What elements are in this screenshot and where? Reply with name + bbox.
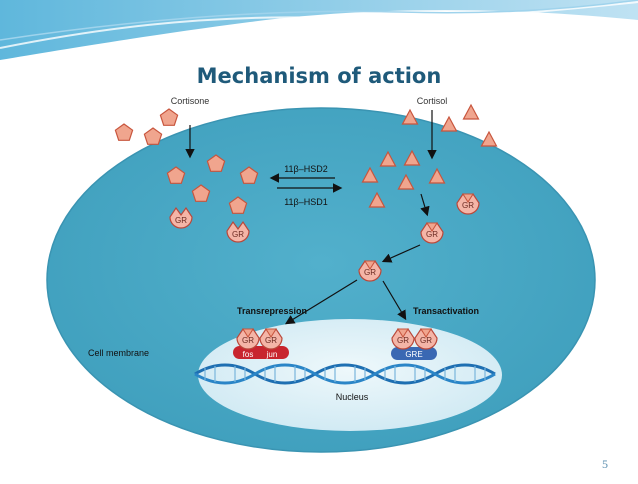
dna-helix bbox=[194, 363, 496, 385]
transrepression-label: Transrepression bbox=[237, 306, 307, 316]
cortisone-label: Cortisone bbox=[171, 96, 210, 106]
arrows bbox=[185, 110, 437, 325]
page-number: 5 bbox=[602, 457, 608, 471]
enzyme-hsd2-label: 11β–HSD2 bbox=[284, 164, 328, 174]
transactivation-label: Transactivation bbox=[413, 306, 479, 316]
receptor-label: GR bbox=[462, 201, 474, 210]
fos-label: fos bbox=[243, 350, 254, 359]
nucleus-label: Nucleus bbox=[336, 392, 369, 402]
receptor-label: GR bbox=[175, 216, 187, 225]
gre-label: GRE bbox=[405, 350, 422, 359]
receptor-label: GR bbox=[232, 230, 244, 239]
receptor-label: GR bbox=[242, 336, 254, 345]
receptor-label: GR bbox=[397, 336, 409, 345]
header-waves bbox=[0, 0, 638, 60]
receptor-label: GR bbox=[265, 336, 277, 345]
receptor-bound: GR GR GR bbox=[358, 193, 480, 282]
receptor-label: GR bbox=[426, 230, 438, 239]
receptor-label: GR bbox=[364, 268, 376, 277]
transactivation-complex: GR GR GRE bbox=[391, 328, 438, 360]
cortisol-label: Cortisol bbox=[417, 96, 448, 106]
cell-membrane-label: Cell membrane bbox=[88, 348, 149, 358]
enzyme-hsd1-label: 11β–HSD1 bbox=[284, 197, 328, 207]
transrepression-complex: GR GR fos jun bbox=[233, 328, 289, 359]
receptor-label: GR bbox=[420, 336, 432, 345]
receptor-free: GR GR bbox=[169, 207, 250, 243]
slide-title: Mechanism of action bbox=[196, 64, 442, 88]
jun-label: jun bbox=[266, 350, 278, 359]
